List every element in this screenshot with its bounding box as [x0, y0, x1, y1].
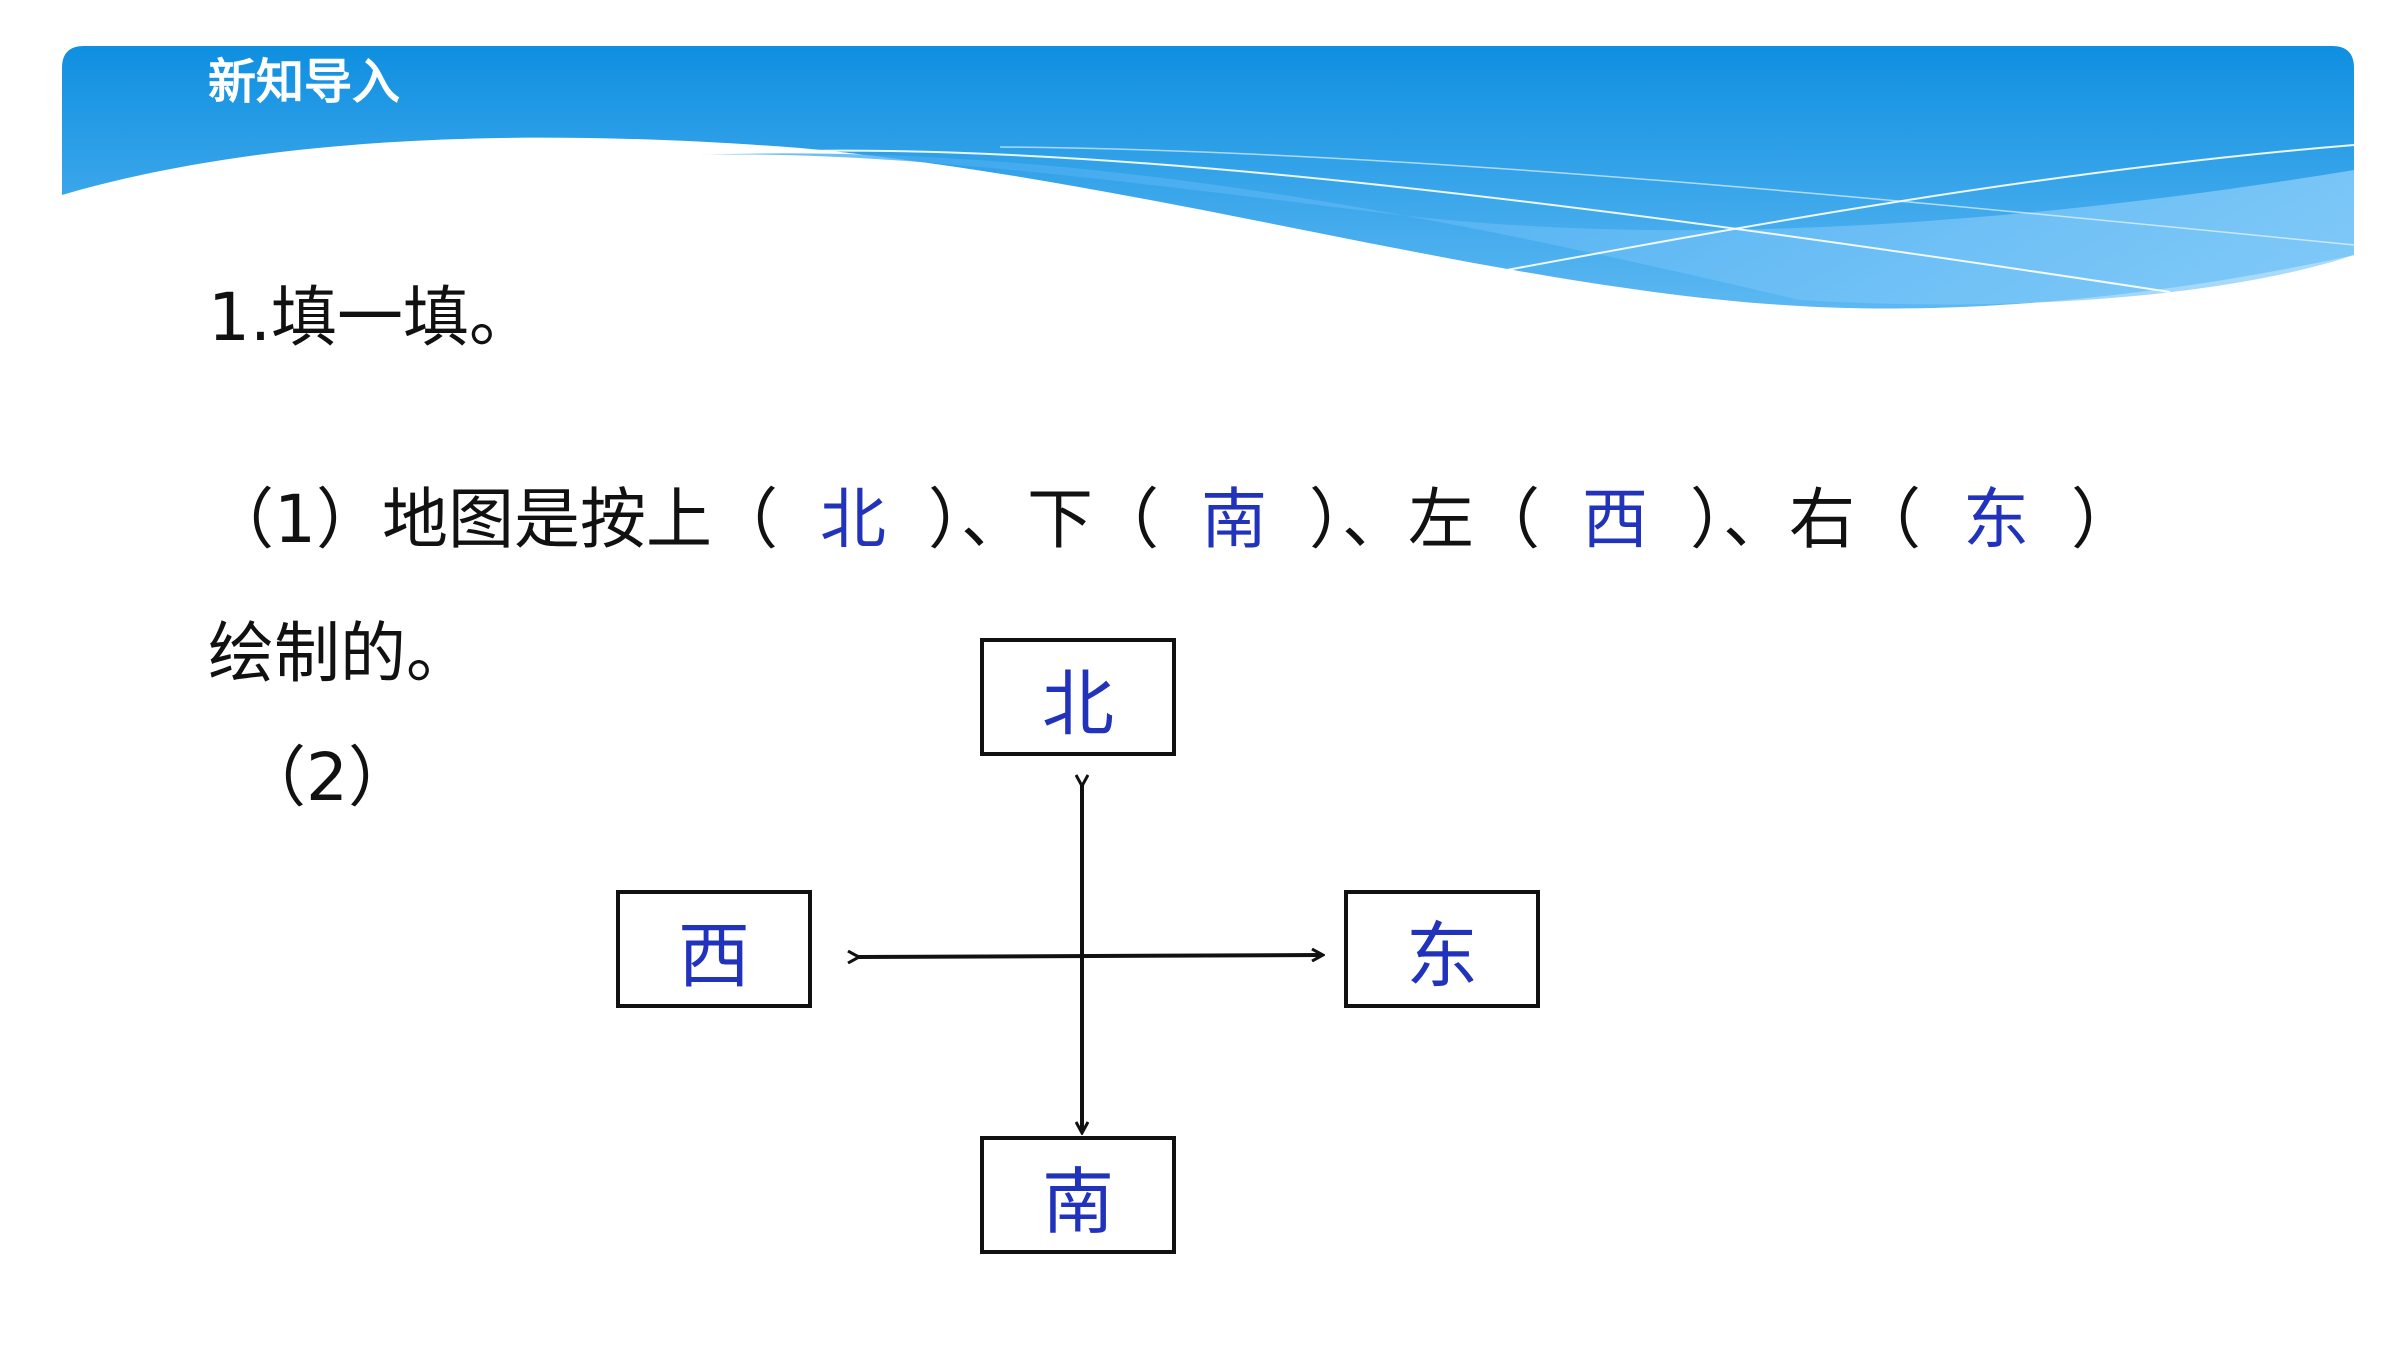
question-part1-line2: 绘制的。: [208, 615, 472, 692]
section-title: 新知导入: [208, 54, 401, 110]
horizontal-arrow: [858, 955, 1322, 957]
question-title: 1.填一填。: [208, 279, 535, 356]
part1-sep3: ）、右（: [1690, 481, 1921, 558]
part1-sep1: ）、下（: [928, 481, 1159, 558]
answer-right: 东: [1963, 481, 2029, 558]
south-box: 南: [980, 1136, 1176, 1254]
question-part1: （1）地图是按上（ 北 ）、下（ 南 ）、左（ 西 ）、右（ 东 ）: [208, 478, 2308, 562]
part1-sep2: ）、左（: [1309, 481, 1540, 558]
north-box: 北: [980, 638, 1176, 756]
answer-up: 北: [820, 481, 886, 558]
west-box: 西: [616, 890, 812, 1008]
part1-prefix: （1）地图是按上（: [208, 481, 778, 558]
header-banner: [62, 46, 2355, 309]
answer-left: 西: [1582, 481, 1648, 558]
east-box: 东: [1344, 890, 1540, 1008]
question-part2-label: （2）: [240, 739, 414, 816]
answer-down: 南: [1201, 481, 1267, 558]
part1-suffix: ）: [2071, 481, 2137, 558]
